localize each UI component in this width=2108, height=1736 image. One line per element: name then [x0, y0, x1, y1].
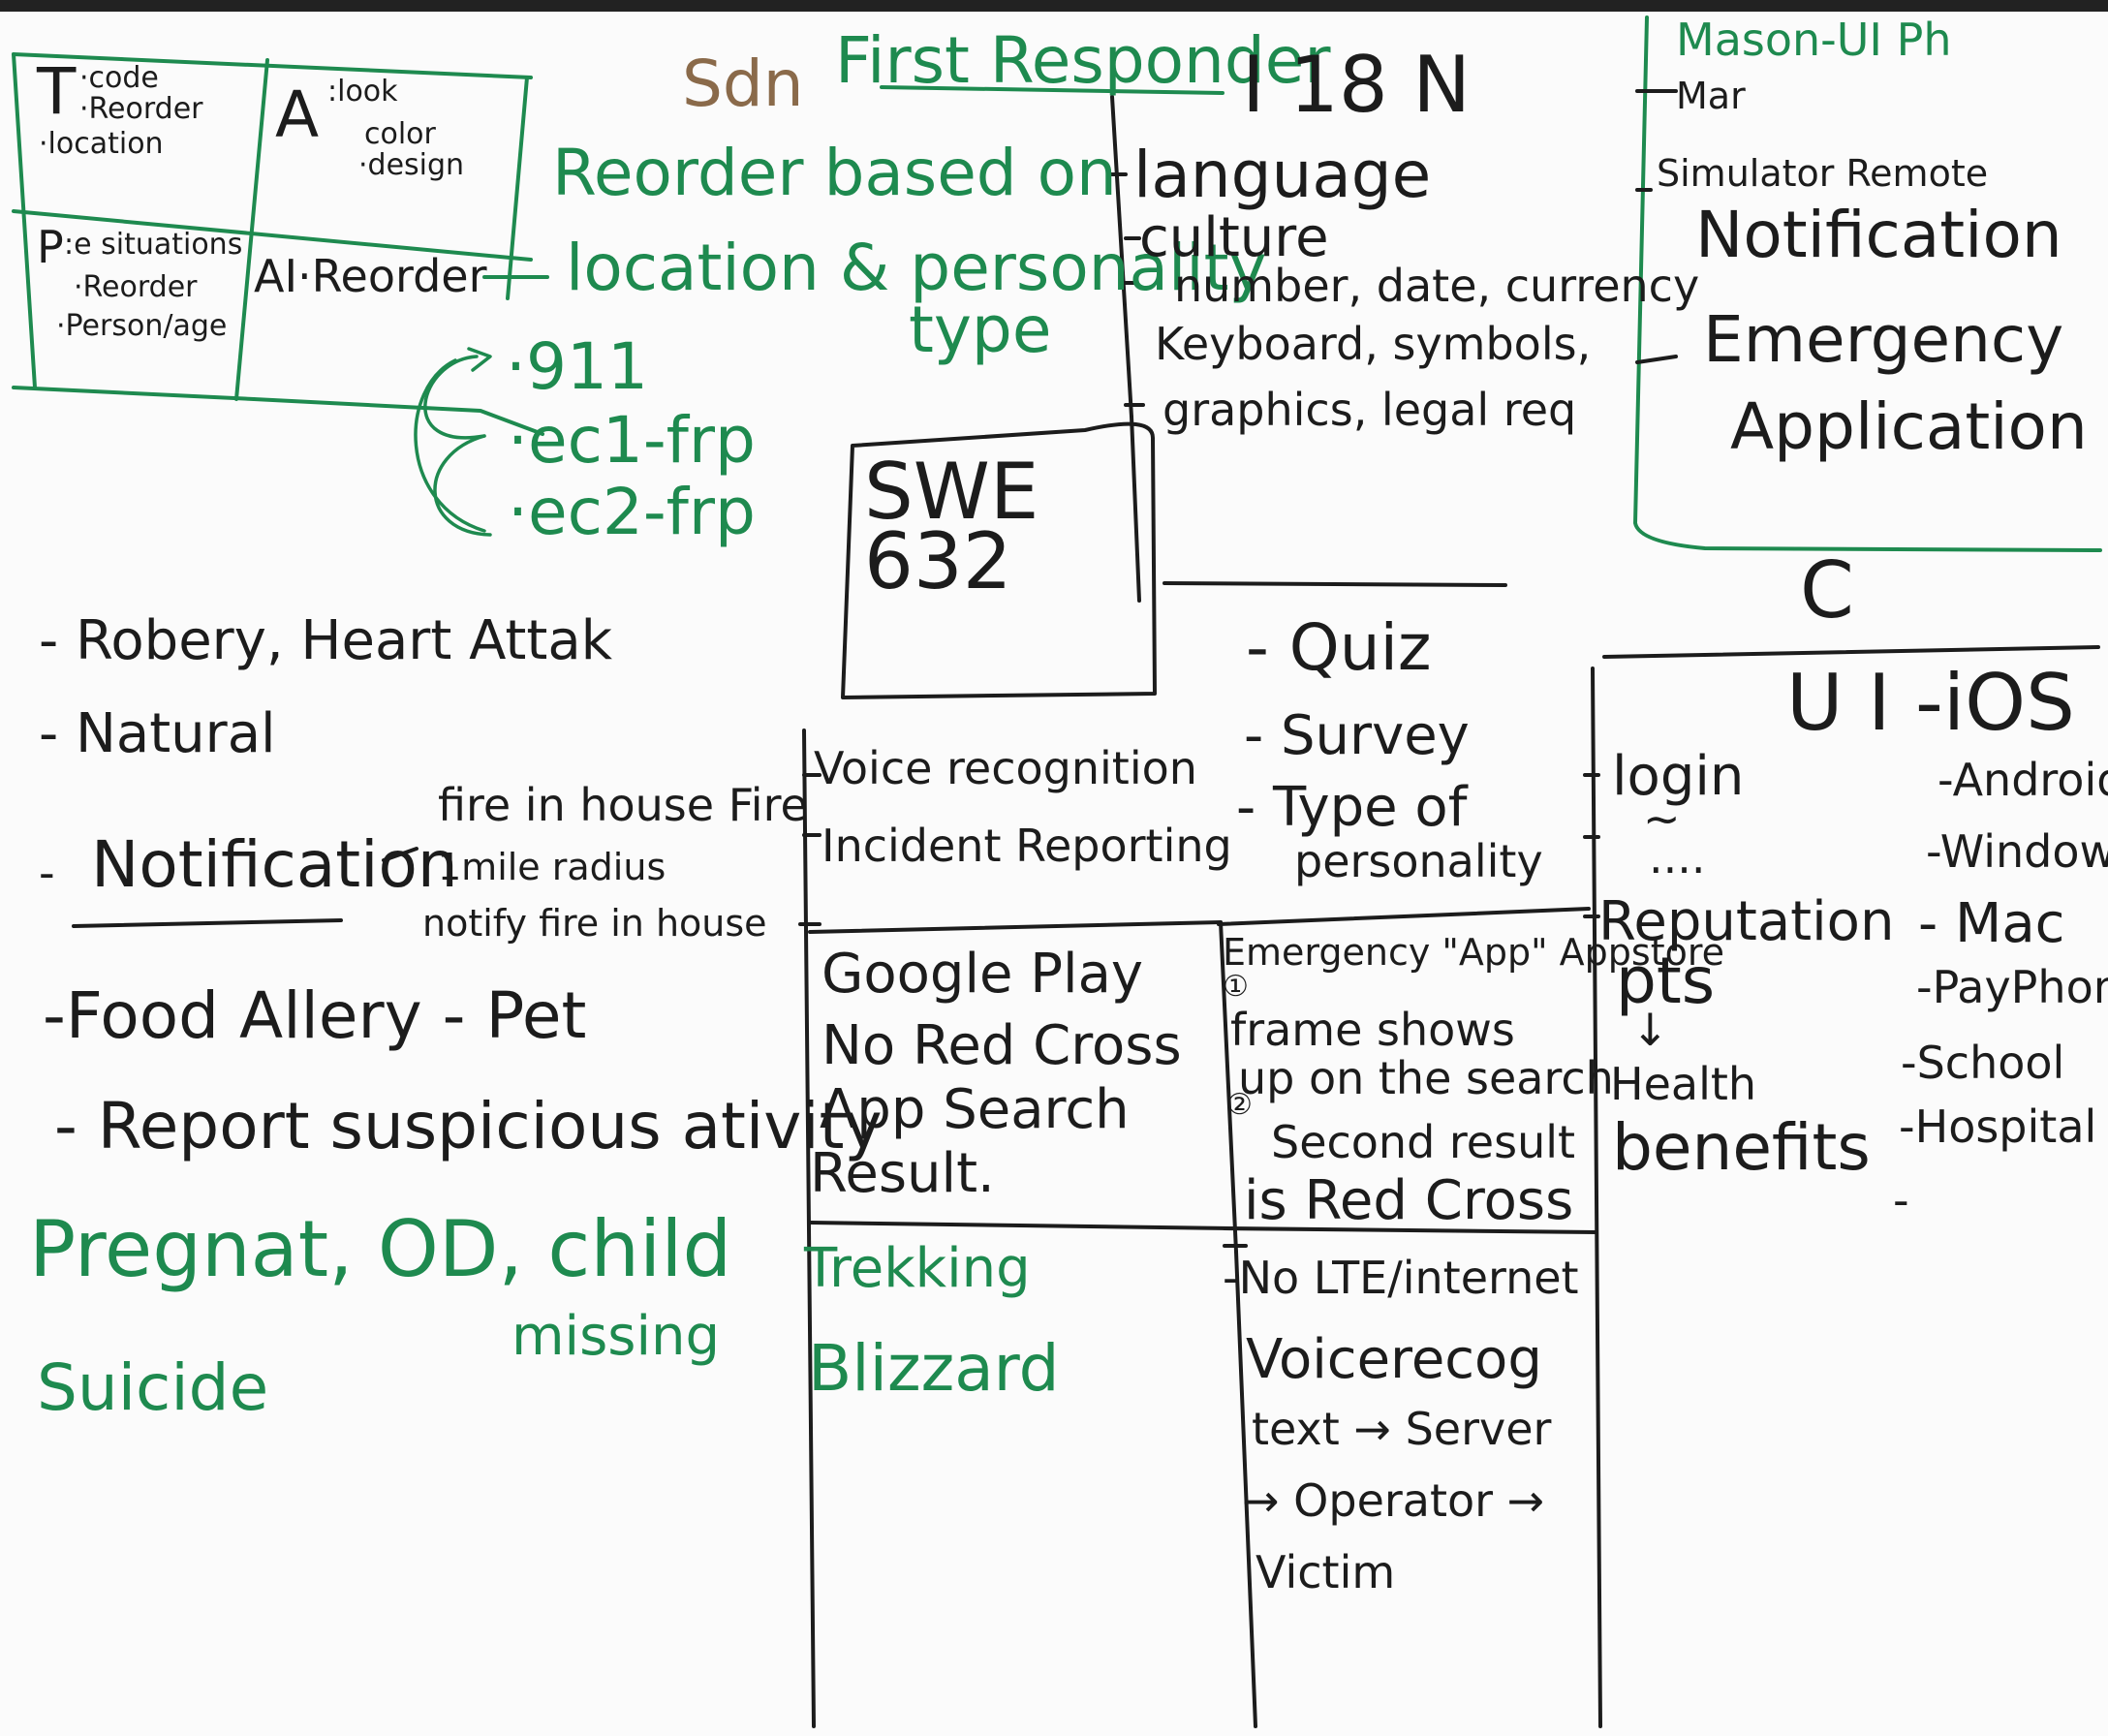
- call-ec2-frp: ·ec2-frp: [508, 475, 756, 549]
- section-c-label: C: [1800, 545, 1854, 636]
- middle-no-red-cross: No Red Cross: [822, 1014, 1182, 1077]
- call-arrows: [414, 347, 492, 537]
- reorder-line-3: type: [909, 293, 1052, 367]
- right-reputation: Reputation: [1598, 890, 1895, 953]
- right-login: login: [1612, 745, 1745, 808]
- left-notification: Notification: [91, 827, 458, 902]
- left-fire-3: notify fire in house: [422, 902, 767, 945]
- right-ui-ios: U I -iOS: [1786, 658, 2075, 748]
- quiz-personality: personality: [1294, 835, 1543, 887]
- grid-a-letter: A: [275, 78, 320, 152]
- appstore-number-2: ②: [1226, 1088, 1253, 1122]
- right-down-arrow: ↓: [1631, 1004, 1669, 1056]
- grid-p-item-person-age: ·Person/age: [56, 309, 228, 343]
- platform-hospital: -Hospital: [1899, 1100, 2097, 1153]
- grid-p-item-situations: :e situations: [64, 228, 243, 262]
- network-text-server: text → Server: [1252, 1403, 1552, 1455]
- mason-emergency: Emergency: [1703, 302, 2064, 377]
- board-frame-top: [0, 0, 2108, 12]
- middle-app-search: App Search: [820, 1078, 1130, 1141]
- quiz-quiz: - Quiz: [1246, 610, 1432, 685]
- i18n-language: language: [1133, 138, 1432, 212]
- grid-p-letter: P: [37, 221, 64, 273]
- appstore-line-1: frame shows: [1230, 1004, 1515, 1056]
- header-underline: [880, 85, 1224, 95]
- middle-google-play: Google Play: [822, 943, 1144, 1006]
- right-benefits: benefits: [1612, 1110, 1871, 1185]
- header-i18n: I 18 N: [1242, 40, 1472, 130]
- left-suicide: Suicide: [37, 1350, 269, 1425]
- i18n-culture: culture: [1139, 206, 1329, 269]
- platform-school: -School: [1901, 1037, 2065, 1089]
- header-first-responder: First Responder: [835, 23, 1331, 98]
- call-ec1-frp: ·ec1-frp: [508, 403, 756, 478]
- left-food-allergy: -Food Allery - Pet: [43, 978, 587, 1053]
- mason-notification: Notification: [1695, 198, 2062, 272]
- appstore-title: Emergency "App" Appstore: [1223, 931, 1725, 974]
- quiz-type-of: - Type of: [1236, 776, 1468, 839]
- network-no-lte: -No LTE/internet: [1223, 1252, 1579, 1304]
- middle-result: Result.: [810, 1142, 995, 1205]
- middle-voice-recognition: Voice recognition: [814, 742, 1197, 794]
- right-health: Health: [1610, 1058, 1757, 1110]
- course-box-632: 632: [864, 516, 1012, 606]
- header-mar: Mar: [1676, 75, 1746, 117]
- mason-box: [1633, 16, 2102, 552]
- i18n-graphics-legal: graphics, legal req: [1162, 384, 1577, 436]
- grid-ai-reorder: AI·Reorder: [254, 250, 487, 302]
- mason-simulator: Simulator Remote: [1657, 152, 1989, 195]
- grid-t-letter: T: [37, 54, 77, 129]
- mason-application: Application: [1730, 389, 2088, 464]
- grid-a-item-look: :look: [327, 75, 398, 108]
- reorder-line-2: location & personality: [566, 231, 1267, 305]
- grid-t-item-code: ·code: [79, 61, 159, 95]
- call-911: ·911: [506, 329, 648, 404]
- left-notification-dash: -: [39, 847, 55, 899]
- left-natural: - Natural: [39, 702, 276, 765]
- grid-lines: [12, 52, 549, 436]
- grid-a-item-design: ·design: [358, 148, 465, 182]
- left-robbery: - Robery, Heart Attak: [39, 609, 613, 672]
- middle-trekking: Trekking: [804, 1237, 1031, 1300]
- platform-dash: -: [1893, 1174, 1909, 1226]
- grid-t-item-reorder: ·Reorder: [79, 92, 203, 126]
- network-victim: Victim: [1256, 1546, 1396, 1598]
- header-mason: Mason-UI Ph: [1676, 14, 1952, 66]
- middle-incident-reporting: Incident Reporting: [822, 820, 1232, 872]
- course-box-swe: SWE: [864, 447, 1039, 537]
- platform-windows: -Windows: [1926, 825, 2108, 878]
- platform-mac: - Mac: [1918, 892, 2065, 955]
- network-operator: → Operator →: [1242, 1474, 1545, 1527]
- grid-a-item-color: color: [364, 117, 436, 151]
- grid-p-item-reorder: ·Reorder: [74, 270, 198, 304]
- i18n-number-date-currency: number, date, currency: [1174, 260, 1700, 312]
- header-sdn: Sdn: [682, 46, 804, 121]
- i18n-keyboard-symbols: Keyboard, symbols,: [1155, 318, 1592, 370]
- left-missing: missing: [512, 1305, 721, 1368]
- grid-t-item-location: ·location: [39, 127, 164, 161]
- appstore-line-4: is Red Cross: [1244, 1169, 1574, 1232]
- left-fire-1: fire in house Fire: [438, 779, 808, 831]
- appstore-number-1: ①: [1223, 970, 1249, 1004]
- right-squiggle: ~: [1643, 792, 1681, 845]
- structure-lines: [72, 89, 2100, 1728]
- left-fire-2: 1mile radius: [438, 846, 666, 888]
- left-pregnant: Pregnat, OD, child: [29, 1204, 732, 1294]
- appstore-line-3: Second result: [1271, 1116, 1576, 1168]
- reorder-line-1: Reorder based on: [552, 136, 1117, 210]
- quiz-survey: - Survey: [1244, 704, 1470, 767]
- appstore-line-2: up on the search: [1238, 1052, 1614, 1104]
- left-report-suspicious: - Report suspicious ativity: [54, 1089, 883, 1163]
- middle-blizzard: Blizzard: [808, 1331, 1060, 1406]
- right-pts: pts: [1616, 944, 1716, 1018]
- network-voicerecog: Voicerecog: [1246, 1328, 1542, 1391]
- right-dots: ....: [1649, 831, 1706, 884]
- platform-payphone: -PayPhone: [1916, 961, 2108, 1013]
- platform-android: -Android: [1938, 754, 2108, 806]
